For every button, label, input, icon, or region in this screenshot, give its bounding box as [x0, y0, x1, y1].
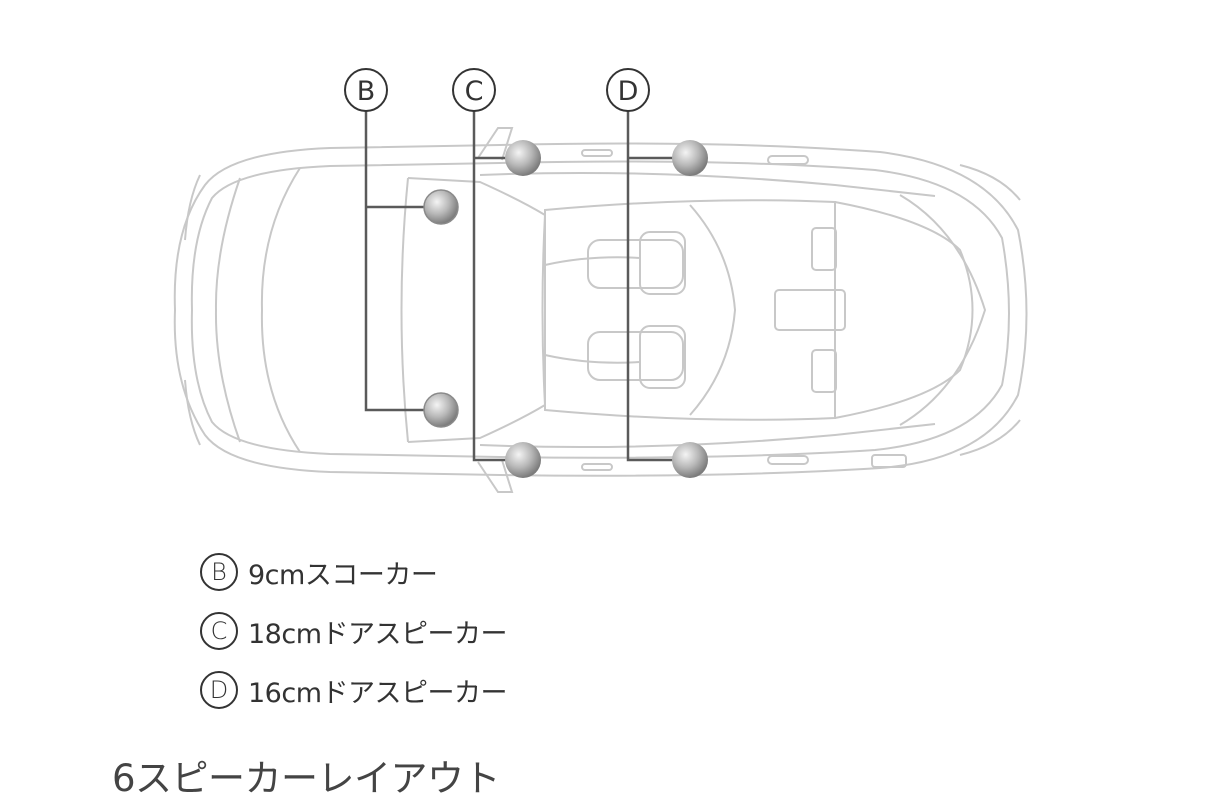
leader-line-c	[472, 110, 508, 462]
callout-d-label: D	[618, 76, 639, 107]
legend-item-c: C 18cmドアスピーカー	[200, 610, 508, 652]
speaker-c-top	[505, 140, 541, 176]
legend-badge-b: B	[200, 553, 238, 591]
callout-c-label: C	[465, 76, 484, 107]
leader-lines	[364, 110, 674, 462]
layout-caption: 6スピーカーレイアウト	[112, 757, 501, 800]
leader-line-d	[626, 110, 674, 462]
legend-item-b: B 9cmスコーカー	[200, 551, 438, 593]
speaker-c-bottom	[505, 442, 541, 478]
legend-text-b: 9cmスコーカー	[248, 559, 438, 591]
speaker-b-top	[423, 189, 459, 225]
legend-item-d: D 16cmドアスピーカー	[200, 669, 508, 711]
car-speaker-diagram: B C D	[173, 68, 1028, 493]
speaker-d-top	[672, 140, 708, 176]
speaker-d-bottom	[672, 442, 708, 478]
legend-badge-c: C	[200, 612, 238, 650]
speakers	[423, 140, 708, 478]
callout-d: D	[606, 68, 650, 112]
legend-badge-d: D	[200, 671, 238, 709]
legend-text-d: 16cmドアスピーカー	[248, 677, 508, 709]
callout-b: B	[344, 68, 388, 112]
speaker-b-bottom	[423, 392, 459, 428]
callout-c: C	[452, 68, 496, 112]
leader-line-b	[364, 110, 428, 412]
car-outline	[173, 127, 1028, 493]
callout-b-label: B	[357, 76, 376, 107]
legend-text-c: 18cmドアスピーカー	[248, 618, 508, 650]
